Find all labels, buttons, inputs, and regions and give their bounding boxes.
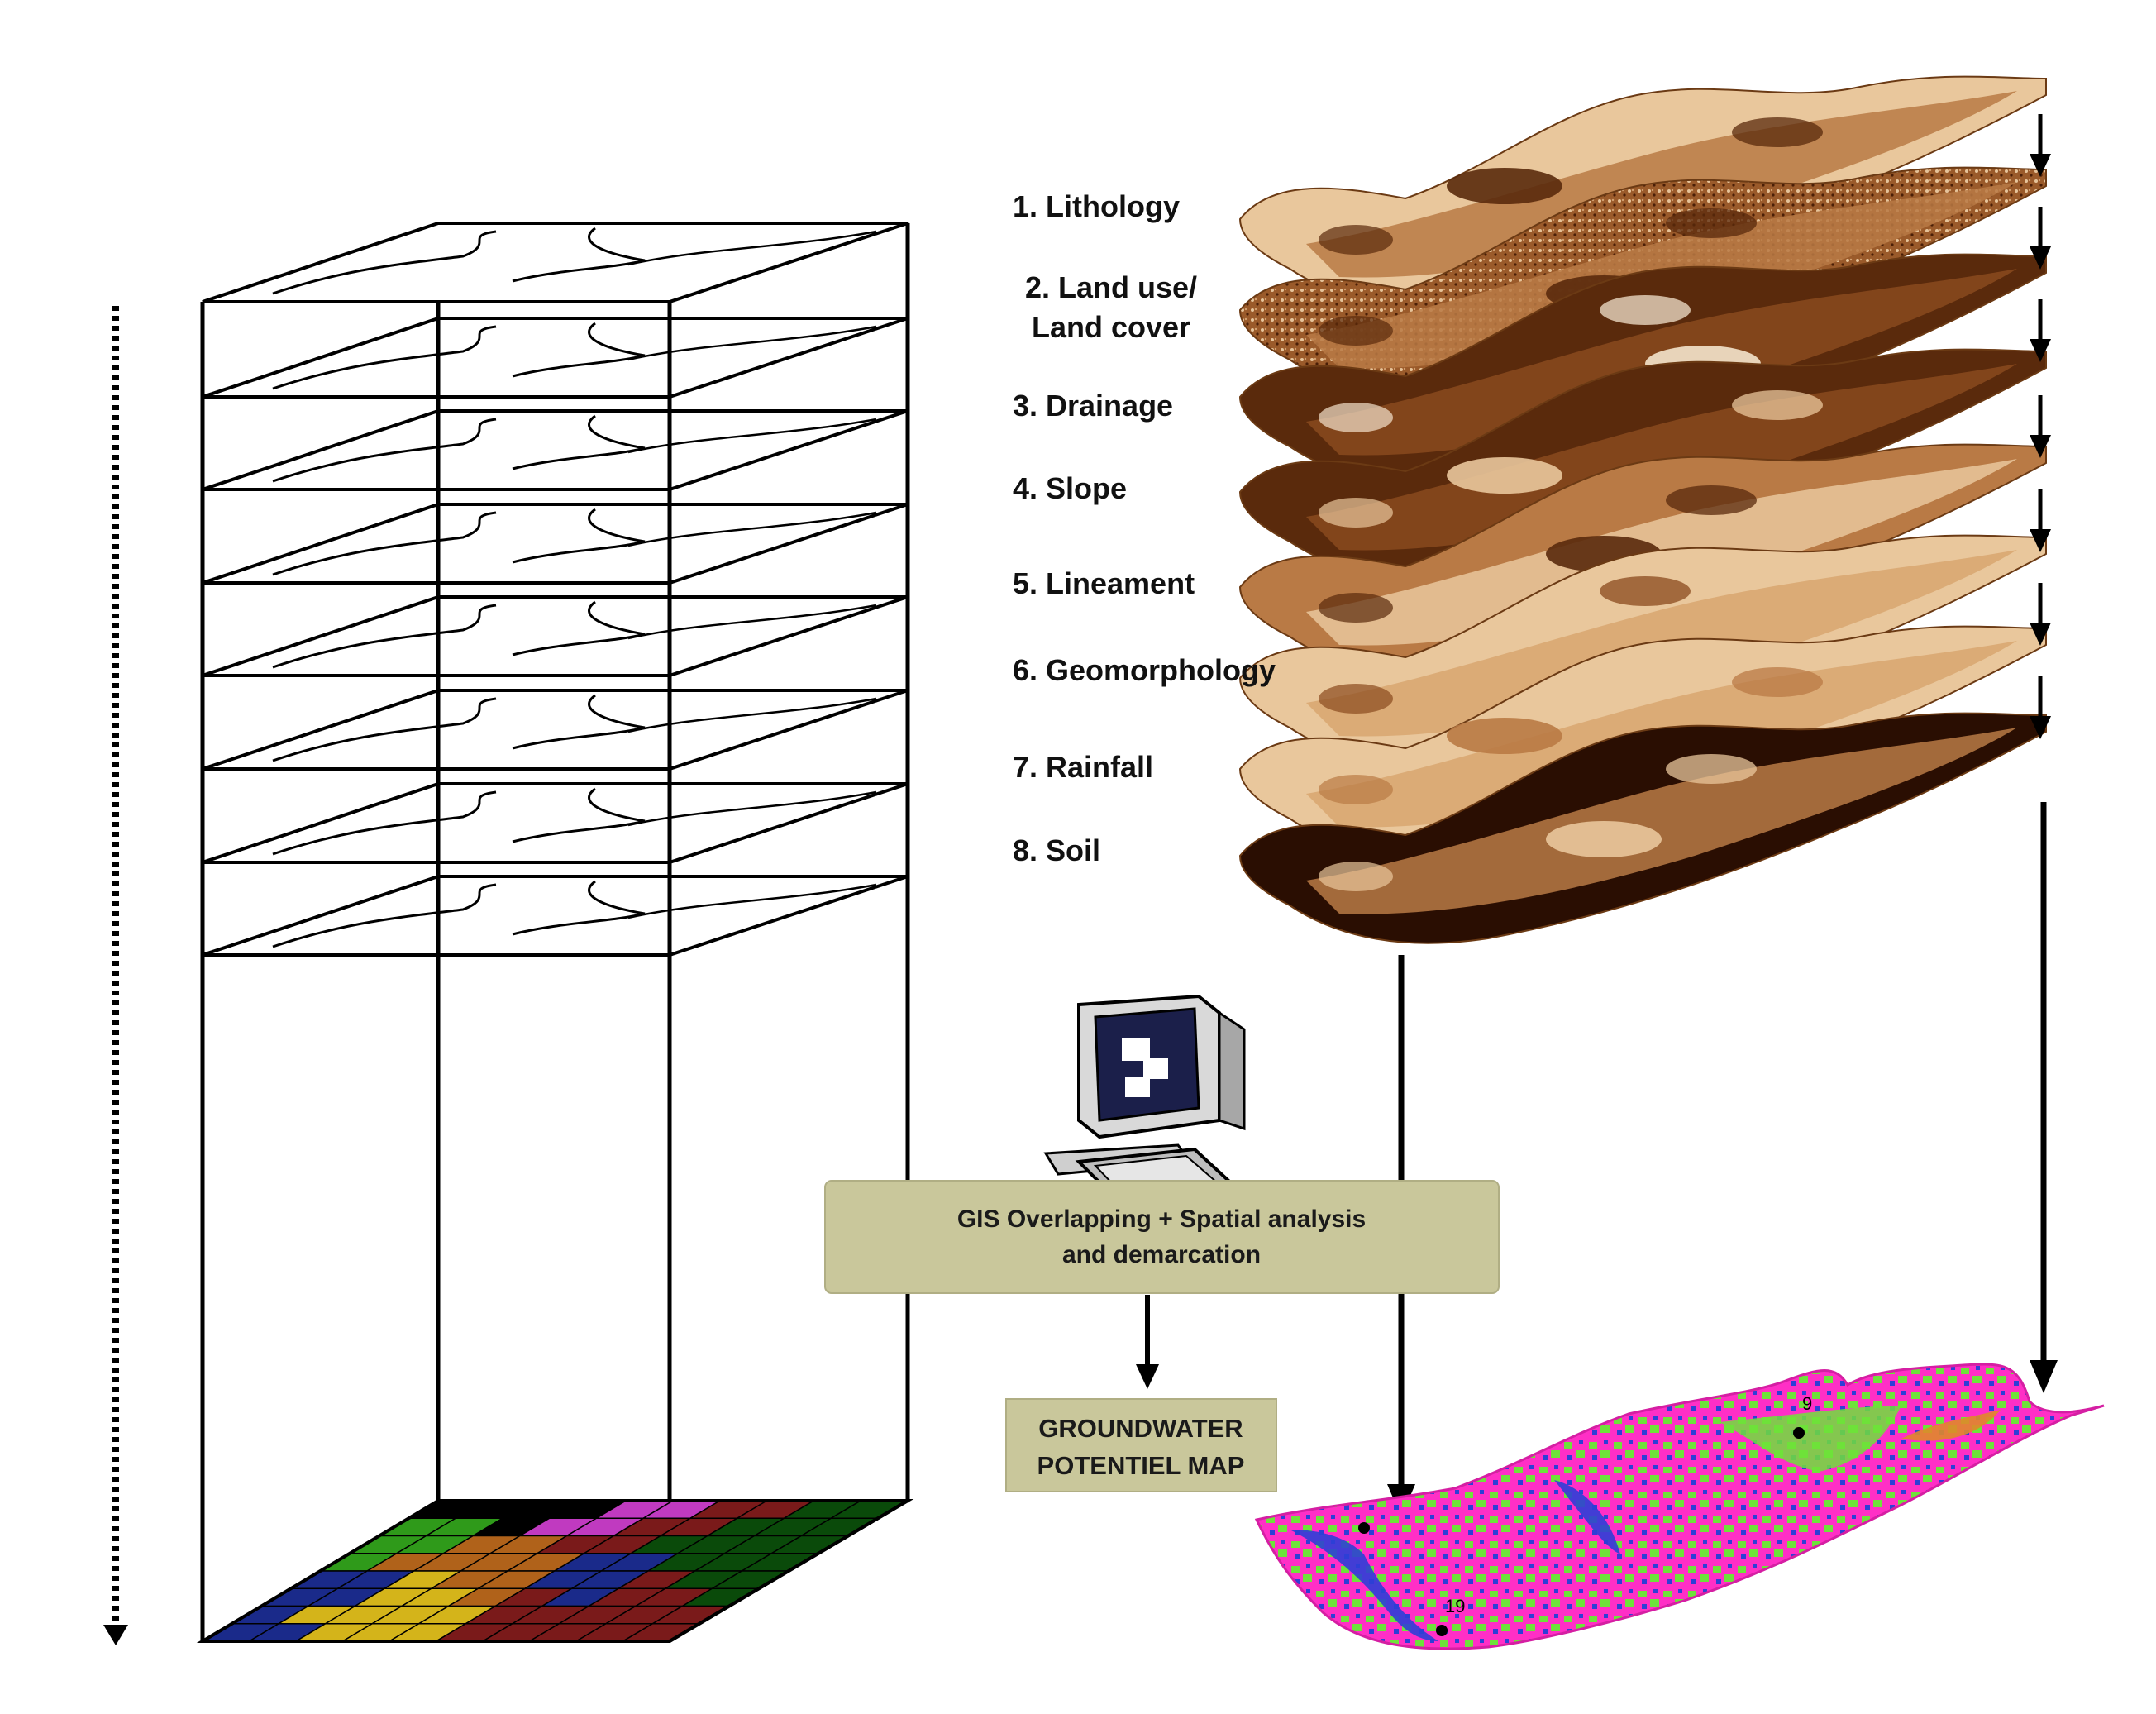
wire-slab-1 xyxy=(202,222,909,303)
map-marker-9: 9 xyxy=(1802,1393,1812,1414)
wire-slab-8 xyxy=(202,875,909,957)
thematic-layer-8 xyxy=(1238,712,2047,944)
layer-label-6: 6. Geomorphology xyxy=(1013,653,1276,687)
dotted-flow-arrow xyxy=(103,306,128,1645)
process-line-1: GIS Overlapping + Spatial analysis xyxy=(957,1206,1366,1233)
layer-label-2-line2: Land cover xyxy=(1032,310,1190,344)
output-box: GROUNDWATER POTENTIEL MAP xyxy=(1005,1398,1277,1492)
layer-label-3: 3. Drainage xyxy=(1013,389,1173,423)
layer-label-7: 7. Rainfall xyxy=(1013,750,1153,784)
process-line-2: and demarcation xyxy=(1062,1241,1261,1268)
groundwater-potential-map: 9 19 xyxy=(1254,1363,2105,1650)
layer-labels: 1. Lithology 2. Land use/Land cover 3. Dra… xyxy=(1013,189,1276,867)
thematic-layers xyxy=(1238,75,2047,944)
output-line-2: POTENTIEL MAP xyxy=(1037,1451,1245,1480)
layer-label-5: 5. Lineament xyxy=(1013,566,1195,600)
wire-slab-7 xyxy=(202,782,909,864)
wire-slab-2 xyxy=(202,317,909,399)
layer-label-4: 4. Slope xyxy=(1013,471,1127,505)
layer-label-1: 1. Lithology xyxy=(1013,189,1180,223)
layer-label-2: 2. Land use/ xyxy=(1025,270,1197,304)
raster-grid xyxy=(200,1500,910,1642)
wire-slab-5 xyxy=(202,595,909,677)
output-line-1: GROUNDWATER xyxy=(1038,1414,1243,1443)
map-marker-19: 19 xyxy=(1445,1596,1465,1616)
wire-slab-6 xyxy=(202,689,909,771)
process-box: GIS Overlapping + Spatial analysis and d… xyxy=(824,1180,1500,1294)
process-to-output-arrow xyxy=(1136,1295,1159,1389)
wire-slab-4 xyxy=(202,503,909,585)
layer-stack-wireframe xyxy=(196,222,914,1643)
layer-label-8: 8. Soil xyxy=(1013,833,1100,867)
wire-slab-3 xyxy=(202,409,909,491)
